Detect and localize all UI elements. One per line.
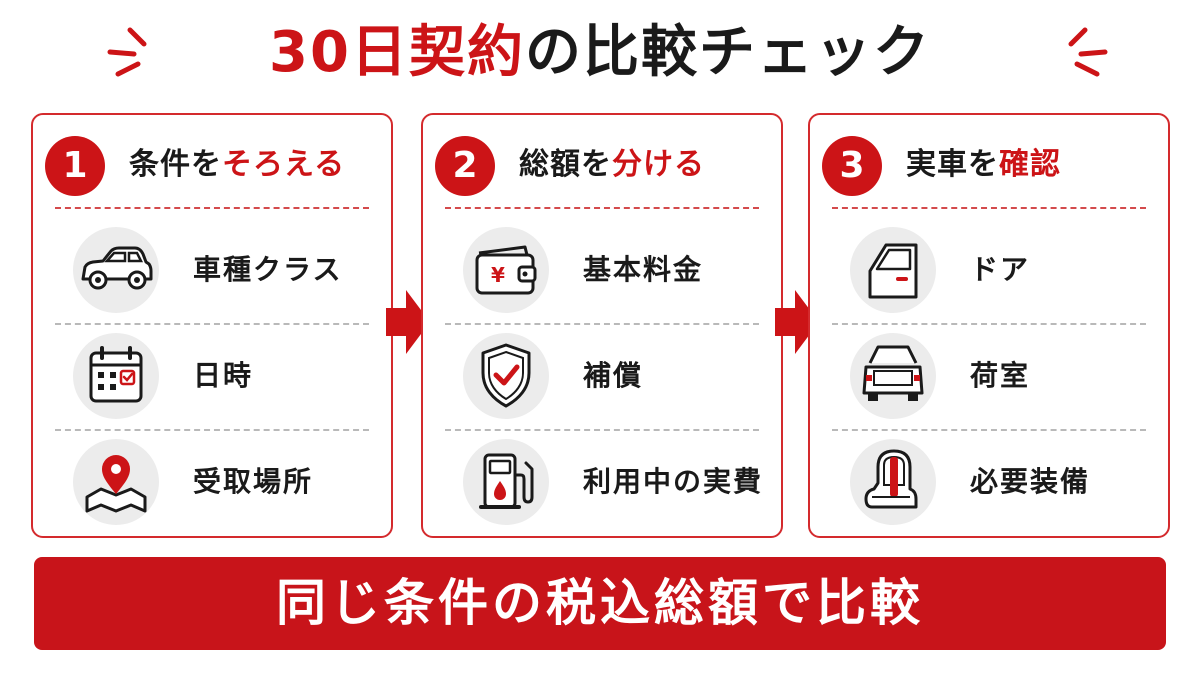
divider [445,323,759,325]
checklist-item: 受取場所 [33,429,391,535]
step-panel-3: 3 実車を確認 ドア 荷室 [808,113,1170,538]
step-header: 2 総額を分ける [423,115,781,207]
item-label: 利用中の実費 [583,465,764,498]
divider [832,323,1146,325]
step-title: 実車を確認 [906,143,1061,187]
item-label: ドア [970,253,1031,286]
title-rest: の比較チェック [524,20,931,85]
checklist-item: 必要装備 [810,429,1168,535]
step-title-highlight: そろえる [222,147,346,182]
icon-circle [850,439,936,525]
child-seat-icon [864,449,918,509]
step-title-plain: 条件を [129,147,222,182]
icon-circle: ¥ [463,227,549,313]
svg-text:¥: ¥ [491,263,505,287]
open-trunk-icon [862,345,924,401]
item-label: 車種クラス [193,253,343,286]
page-title: 30日契約の比較チェック [0,18,1200,88]
car-door-icon [868,243,918,299]
step-title: 総額を分ける [519,143,705,187]
step-title: 条件をそろえる [129,143,345,187]
checklist-item: 車種クラス [33,217,391,323]
checklist-item: 日時 [33,323,391,429]
icon-circle [73,333,159,419]
wallet-yen-icon: ¥ [475,245,537,295]
step-title-plain: 総額を [519,147,612,182]
step-panel-1: 1 条件をそろえる 車種クラス [31,113,393,538]
title-highlight: 30日契約 [269,20,525,85]
icon-circle [73,439,159,525]
emphasis-burst-right-icon [1068,27,1108,77]
icon-circle [850,227,936,313]
checklist-item: 補償 [423,323,781,429]
item-label: 受取場所 [193,465,314,498]
checklist-item: 利用中の実費 [423,429,781,535]
step-number: 3 [822,136,882,196]
step-panel-2: 2 総額を分ける ¥ 基本料金 補償 [421,113,783,538]
divider [832,429,1146,431]
divider [832,207,1146,209]
item-label: 基本料金 [583,253,704,286]
calendar-icon [89,346,143,403]
conclusion-banner: 同じ条件の税込総額で比較 [34,557,1166,650]
arrow-right-icon [386,290,430,354]
item-label: 荷室 [970,359,1031,392]
divider [445,429,759,431]
icon-circle [463,333,549,419]
divider [445,207,759,209]
item-label: 日時 [193,359,254,392]
checklist-item: ドア [810,217,1168,323]
item-label: 必要装備 [970,465,1091,498]
step-title-highlight: 確認 [999,147,1061,182]
emphasis-burst-left-icon [107,27,147,77]
step-header: 1 条件をそろえる [33,115,391,207]
divider [55,429,369,431]
arrow-right-icon [775,290,819,354]
map-pin-icon [85,455,147,513]
car-icon [81,246,153,290]
divider [55,207,369,209]
step-title-plain: 実車を [906,147,999,182]
icon-circle [73,227,159,313]
step-header: 3 実車を確認 [810,115,1168,207]
step-number: 2 [435,136,495,196]
fuel-pump-icon [479,453,534,509]
icon-circle [850,333,936,419]
icon-circle [463,439,549,525]
step-number: 1 [45,136,105,196]
divider [55,323,369,325]
item-label: 補償 [583,359,644,392]
shield-check-icon [481,343,531,408]
checklist-item: ¥ 基本料金 [423,217,781,323]
step-title-highlight: 分ける [612,147,705,182]
checklist-item: 荷室 [810,323,1168,429]
